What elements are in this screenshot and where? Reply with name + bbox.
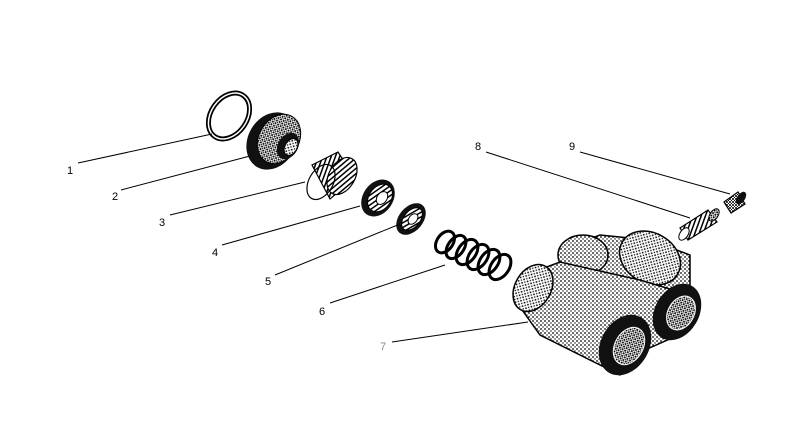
leader-line-2 [120, 155, 251, 191]
piston-cup-part [361, 179, 395, 217]
callout-9: 9 [569, 141, 575, 153]
bleeder-cap-part [723, 191, 747, 214]
callout-7: 7 [380, 341, 386, 353]
callout-1: 1 [67, 165, 73, 177]
callout-labels: 1 2 3 4 5 6 7 8 9 [67, 141, 575, 353]
callout-6: 6 [319, 306, 325, 318]
callout-5: 5 [265, 276, 271, 288]
callout-3: 3 [159, 217, 165, 229]
leader-line-9 [579, 151, 731, 195]
leader-line-3 [169, 181, 306, 216]
callout-4: 4 [212, 247, 218, 259]
leader-line-7 [391, 321, 529, 343]
leader-lines [77, 133, 731, 343]
leader-line-8 [485, 151, 691, 219]
piston-part [306, 151, 358, 201]
leader-line-6 [329, 264, 446, 304]
bleeder-screw-part [678, 208, 720, 241]
spring-seat-part [396, 203, 426, 235]
callout-8: 8 [475, 141, 481, 153]
cylinder-body-part [512, 230, 702, 376]
leader-line-5 [274, 223, 401, 276]
return-spring-part [433, 229, 513, 282]
callout-2: 2 [112, 191, 118, 203]
dust-boot-part [246, 112, 302, 170]
leader-line-4 [221, 205, 361, 246]
snap-ring-part [205, 90, 253, 142]
leader-line-1 [77, 133, 213, 164]
